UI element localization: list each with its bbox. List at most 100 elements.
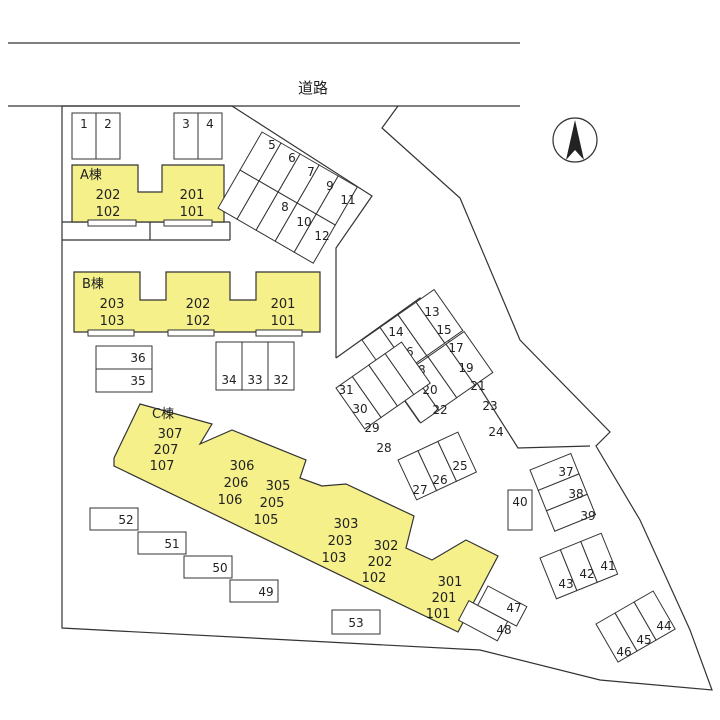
- road-label: 道路: [298, 79, 328, 97]
- parking-number: 29: [364, 421, 379, 435]
- parking-labels-41-43: 43 42 41: [558, 559, 615, 591]
- unit-number: 302: [374, 539, 399, 554]
- parking-number: 26: [432, 473, 447, 487]
- unit-number: 307: [158, 427, 183, 442]
- unit-number: 103: [100, 314, 125, 329]
- unit-number: 201: [271, 297, 296, 312]
- unit-number: 203: [328, 534, 353, 549]
- parking-number: 30: [352, 402, 367, 416]
- parking-number: 34: [221, 373, 236, 387]
- parking-number: 13: [424, 305, 439, 319]
- unit-number: 103: [322, 551, 347, 566]
- parking-number: 36: [130, 351, 145, 365]
- parking-group-44-46: [595, 590, 676, 663]
- parking-number: 33: [247, 373, 262, 387]
- parking-space: [197, 112, 223, 160]
- parking-group-35-36: 36 35: [95, 345, 153, 393]
- unit-number: 202: [368, 555, 393, 570]
- parking-number: 7: [307, 165, 315, 179]
- parking-number: 39: [580, 509, 595, 523]
- parking-number: 12: [314, 229, 329, 243]
- parking-labels-5-12: 5 6 7 9 11 8 10 12: [268, 138, 355, 243]
- parking-space: [173, 112, 199, 160]
- parking-number: 6: [288, 151, 296, 165]
- parking-labels-47-48: 47 48: [496, 601, 521, 637]
- unit-number: 203: [100, 297, 125, 312]
- parking-number: 3: [182, 117, 190, 131]
- building-c: C棟 307 207 107 306 206 106 305 205 105 3…: [113, 403, 499, 633]
- unit-number: 301: [438, 575, 463, 590]
- unit-number: 107: [150, 459, 175, 474]
- parking-number: 27: [412, 483, 427, 497]
- parking-number: 25: [452, 459, 467, 473]
- unit-number: 102: [96, 205, 121, 220]
- parking-number: 21: [470, 379, 485, 393]
- parking-labels-28-31: 31 30 29 28: [338, 383, 391, 455]
- north-arrow-icon: [552, 117, 598, 163]
- parking-labels-25-27: 27 26 25: [412, 459, 467, 497]
- parking-number: 5: [268, 138, 276, 152]
- parking-number: 47: [506, 601, 521, 615]
- parking-number: 23: [482, 399, 497, 413]
- unit-number: 206: [224, 476, 249, 491]
- parking-number: 40: [512, 495, 527, 509]
- unit-number: 205: [260, 496, 285, 511]
- parking-number: 14: [388, 325, 403, 339]
- parking-number: 53: [348, 616, 363, 630]
- unit-number: 202: [186, 297, 211, 312]
- parking-number: 50: [212, 561, 227, 575]
- parking-labels-44-46: 46 45 44: [616, 619, 671, 659]
- parking-number: 41: [600, 559, 615, 573]
- parking-number: 35: [130, 374, 145, 388]
- parking-number: 10: [296, 215, 311, 229]
- parking-number: 32: [273, 373, 288, 387]
- unit-number: 202: [96, 188, 121, 203]
- parking-number: 46: [616, 645, 631, 659]
- parking-number: 15: [436, 323, 451, 337]
- unit-number: 201: [180, 188, 205, 203]
- parking-number: 51: [164, 537, 179, 551]
- parking-number: 24: [488, 425, 503, 439]
- site-boundary: [61, 105, 713, 691]
- building-b-name: B棟: [82, 277, 104, 292]
- parking-group-25-27: [397, 431, 478, 501]
- parking-group-5-12: [217, 131, 358, 264]
- parking-number: 8: [281, 200, 289, 214]
- parking-number: 22: [432, 403, 447, 417]
- parking-number: 43: [558, 577, 573, 591]
- unit-number: 201: [432, 591, 457, 606]
- parking-number: 48: [496, 623, 511, 637]
- parking-group-53: 53: [331, 609, 381, 635]
- unit-number: 101: [426, 607, 451, 622]
- parking-number: 38: [568, 487, 583, 501]
- parking-number: 28: [376, 441, 391, 455]
- building-a-name: A棟: [80, 168, 102, 183]
- parking-space: [95, 112, 121, 160]
- parking-number: 42: [579, 567, 594, 581]
- building-b: B棟 203 103 202 102 201 101: [73, 271, 321, 337]
- parking-number: 9: [326, 179, 334, 193]
- parking-number: 4: [206, 117, 214, 131]
- unit-number: 303: [334, 517, 359, 532]
- unit-number: 207: [154, 443, 179, 458]
- parking-group-28-31: [335, 341, 431, 430]
- building-c-name: C棟: [152, 407, 174, 422]
- unit-number: 101: [180, 205, 205, 220]
- parking-number: 1: [80, 117, 88, 131]
- unit-number: 106: [218, 493, 243, 508]
- unit-number: 305: [266, 479, 291, 494]
- site-boundary-upper: [62, 105, 373, 358]
- parking-group-47-48: [457, 585, 528, 642]
- parking-group-37-39: [529, 452, 597, 532]
- unit-number: 102: [186, 314, 211, 329]
- unit-number: 306: [230, 459, 255, 474]
- parking-number: 2: [104, 117, 112, 131]
- parking-number: 19: [458, 361, 473, 375]
- parking-labels-37-39: 37 38 39: [558, 465, 595, 523]
- parking-number: 11: [340, 193, 355, 207]
- building-a: A棟 202 102 201 101: [71, 164, 225, 227]
- parking-group-40: 40: [507, 489, 533, 531]
- parking-number: 44: [656, 619, 671, 633]
- unit-number: 105: [254, 513, 279, 528]
